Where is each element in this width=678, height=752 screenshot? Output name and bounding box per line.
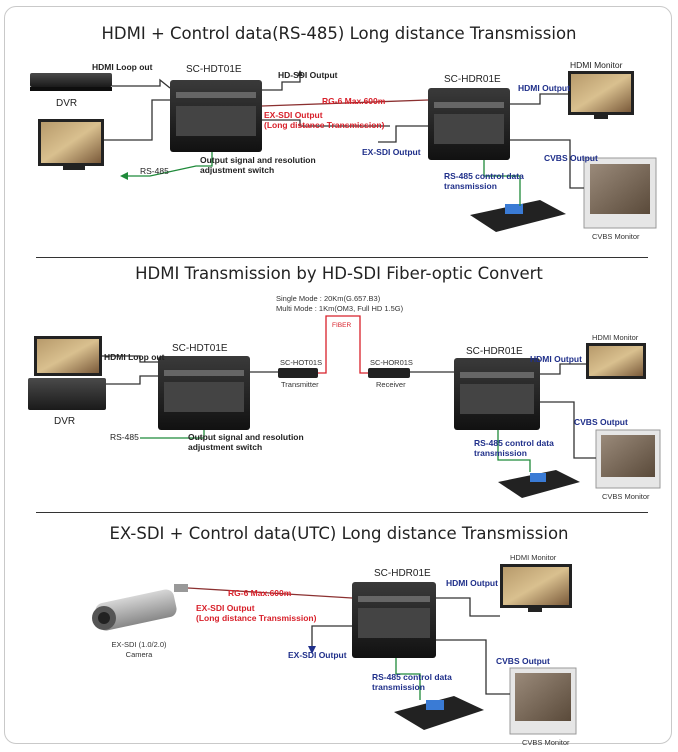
dvr-device: [30, 73, 112, 91]
hdmi-loop-out-label-2: HDMI Loop out: [104, 352, 165, 362]
ex-sdi-output-label: EX-SDI Output: [362, 147, 421, 157]
ptz-keyboard-3: [394, 696, 484, 730]
control-note-3: RS-485 control data transmission: [372, 672, 452, 692]
ex-sdi-output-long-label: EX-SDI Output (Long distance Transmissio…: [264, 110, 385, 130]
transmitter-box-2: [158, 356, 250, 430]
receiver-box-3: [352, 582, 436, 658]
receiver-name-3: SC-HDR01E: [374, 568, 431, 579]
section3-cables: [187, 587, 510, 700]
dvr-label-2: DVR: [54, 416, 76, 427]
cvbs-monitor-label-3: CVBS Monitor: [522, 738, 570, 747]
fiber-label: FIBER: [332, 322, 352, 329]
hdmi-monitor-label: HDMI Monitor: [570, 60, 623, 70]
ptz-keyboard-2: [498, 470, 580, 498]
fiber-transmitter: [278, 368, 318, 378]
rs485-label-2: RS-485: [110, 432, 139, 442]
fiber-tx-name: SC-HOT01S: [280, 358, 323, 367]
fiber-tx-role: Transmitter: [281, 380, 319, 389]
hdmi-output-label-2: HDMI Output: [530, 354, 582, 364]
hdmi-monitor-2: [586, 343, 646, 379]
dvr-label: DVR: [56, 98, 78, 109]
cvbs-monitor-3: [509, 667, 577, 735]
receiver-box: [428, 88, 510, 160]
rs485-label: RS-485: [140, 166, 169, 176]
ptz-keyboard: [470, 200, 566, 232]
control-note: RS-485 control data transmission: [444, 171, 524, 191]
section1-title: HDMI + Control data(RS-485) Long distanc…: [101, 24, 577, 43]
section2-title: HDMI Transmission by HD-SDI Fiber-optic …: [135, 264, 543, 283]
section2-cables: [102, 355, 596, 472]
cvbs-monitor-label: CVBS Monitor: [592, 232, 640, 241]
hdmi-monitor-3: [500, 564, 572, 612]
receiver-name: SC-HDR01E: [444, 74, 501, 85]
cvbs-monitor-label-2: CVBS Monitor: [602, 492, 650, 501]
hdmi-monitor-label-3: HDMI Monitor: [510, 553, 557, 562]
camera: [92, 584, 188, 631]
multi-mode-label: Multi Mode : 1Km(OM3, Full HD 1.5G): [276, 304, 404, 313]
cvbs-output-label-3: CVBS Output: [496, 656, 550, 666]
cvbs-monitor: [583, 157, 657, 229]
local-monitor: [38, 119, 104, 170]
ex-sdi-output-long-label-3: EX-SDI Output (Long distance Transmissio…: [196, 603, 317, 623]
ex-sdi-output-label-3: EX-SDI Output: [288, 650, 347, 660]
hdmi-output-label: HDMI Output: [518, 83, 570, 93]
hdmi-output-label-3: HDMI Output: [446, 578, 498, 588]
cvbs-output-label: CVBS Output: [544, 153, 598, 163]
camera-label: EX-SDI (1.0/2.0) Camera: [111, 640, 167, 659]
rg6-label-3: RG-6 Max.600m: [228, 588, 292, 598]
cvbs-output-label-2: CVBS Output: [574, 417, 628, 427]
divider-2: [36, 512, 648, 513]
fiber-cable: [318, 315, 368, 374]
control-note-2: RS-485 control data transmission: [474, 438, 554, 458]
fiber-rx-role: Receiver: [376, 380, 406, 389]
section1-cables: [104, 76, 584, 206]
switch-note: Output signal and resolution adjustment …: [200, 155, 316, 175]
transmitter-name-2: SC-HDT01E: [172, 343, 228, 354]
receiver-box-2: [454, 358, 540, 430]
transmitter-box: [170, 80, 262, 152]
hdmi-monitor-label-2: HDMI Monitor: [592, 333, 639, 342]
hdmi-loop-out-label: HDMI Loop out: [92, 62, 153, 72]
hd-sdi-output-label: HD-SDI Output: [278, 70, 338, 80]
hdmi-monitor: [568, 71, 634, 119]
section3-title: EX-SDI + Control data(UTC) Long distance…: [109, 524, 569, 543]
receiver-name-2: SC-HDR01E: [466, 346, 523, 357]
local-monitor-2: [34, 336, 102, 376]
single-mode-label: Single Mode : 20Km(G.657.B3): [276, 294, 381, 303]
transmitter-name: SC-HDT01E: [186, 64, 242, 75]
fiber-receiver: [368, 368, 410, 378]
dvr-device-2: [28, 378, 106, 410]
divider-1: [36, 257, 648, 258]
switch-note-2: Output signal and resolution adjustment …: [188, 432, 304, 452]
cvbs-monitor-2: [595, 429, 661, 489]
fiber-rx-name: SC-HOR01S: [370, 358, 413, 367]
rg6-label: RG-6 Max.600m: [322, 96, 386, 106]
